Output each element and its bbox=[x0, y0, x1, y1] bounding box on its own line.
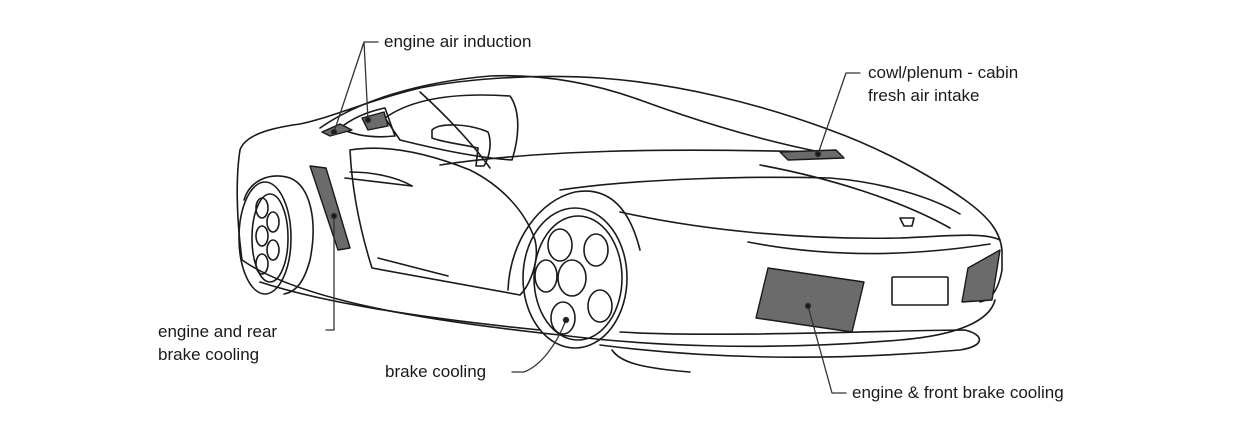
door-scoop-line bbox=[345, 178, 412, 186]
label-engine-air-induction-text: engine air induction bbox=[384, 30, 531, 53]
roofline bbox=[320, 76, 820, 152]
engine-air-induction-intake bbox=[322, 124, 352, 136]
label-brake-cooling: brake cooling bbox=[385, 360, 486, 383]
door-outline bbox=[350, 148, 536, 295]
leader-dot bbox=[805, 303, 810, 308]
side-cooling-intake bbox=[310, 166, 350, 250]
front-wheel bbox=[523, 208, 627, 348]
label-brake-cooling-text: brake cooling bbox=[385, 360, 486, 383]
front-intake-right bbox=[962, 250, 1000, 302]
rear-wheel bbox=[239, 182, 291, 294]
label-engine-rear-brake: engine and rear brake cooling bbox=[158, 320, 277, 366]
front-wheel-arch bbox=[508, 191, 640, 290]
hood-line-left bbox=[560, 177, 960, 214]
label-rear-line1: engine and rear bbox=[158, 320, 277, 343]
leader-dot bbox=[331, 129, 336, 134]
label-engine-air-induction: engine air induction bbox=[384, 30, 531, 53]
leader-dot bbox=[331, 213, 336, 218]
leader-dot bbox=[365, 117, 370, 122]
hood-badge bbox=[900, 218, 914, 226]
cowl-intake bbox=[780, 150, 844, 160]
hood-front-edge bbox=[620, 212, 1000, 240]
label-cowl-line1: cowl/plenum - cabin bbox=[868, 61, 1018, 84]
door-crease bbox=[378, 258, 448, 276]
leader-dot bbox=[563, 317, 568, 322]
windshield-base bbox=[440, 150, 820, 165]
label-cowl-plenum: cowl/plenum - cabin fresh air intake bbox=[868, 61, 1018, 107]
leader-cowl bbox=[818, 73, 860, 154]
front-intake-left bbox=[756, 268, 864, 332]
leader-dot bbox=[815, 151, 820, 156]
label-cowl-line2: fresh air intake bbox=[868, 84, 1018, 107]
label-rear-line2: brake cooling bbox=[158, 343, 277, 366]
label-front-brake-cooling: engine & front brake cooling bbox=[852, 381, 1064, 404]
label-front-brake-text: engine & front brake cooling bbox=[852, 381, 1064, 404]
license-plate bbox=[892, 277, 948, 305]
front-fascia-top bbox=[748, 242, 990, 254]
